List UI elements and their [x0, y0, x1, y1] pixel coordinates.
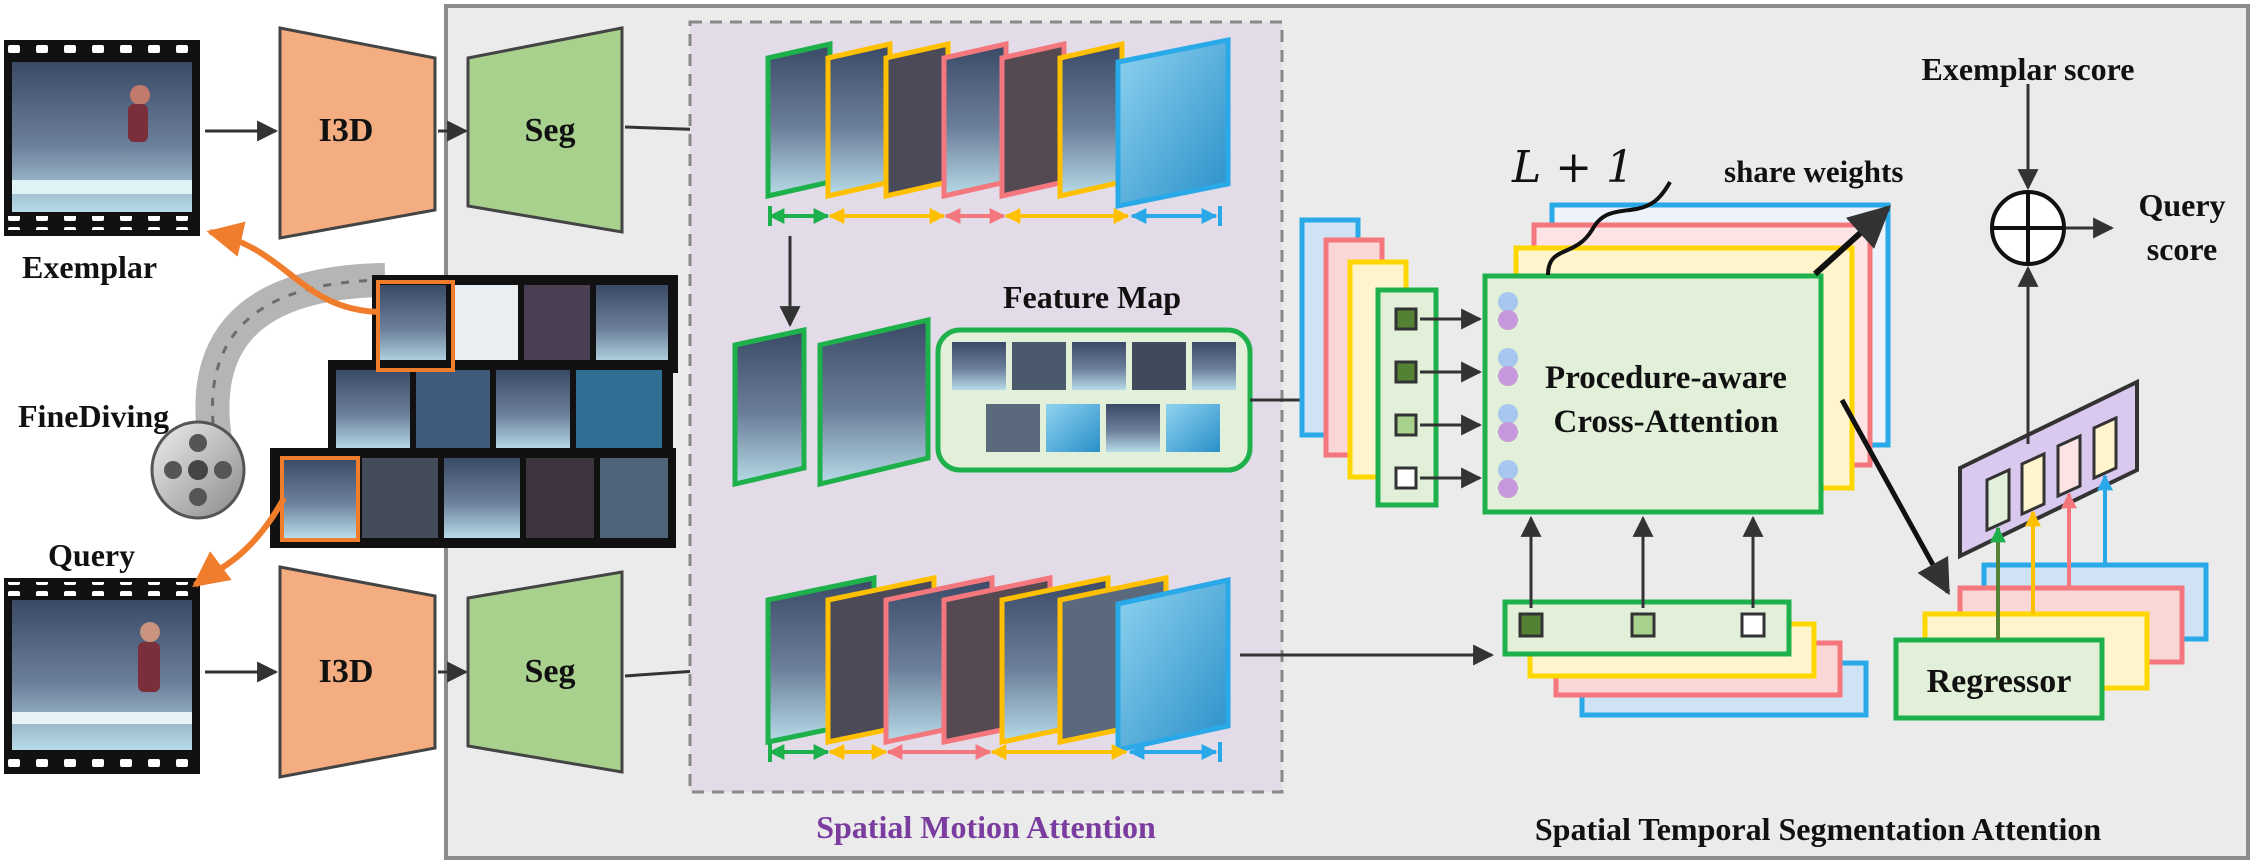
film-strip-row-3: [270, 448, 676, 548]
exemplar-label: Exemplar: [22, 249, 157, 285]
l-plus-one-brace: [1546, 181, 1672, 276]
stsa-label: Spatial Temporal Segmentation Attention: [1535, 811, 2101, 847]
i3d-bottom-label: I3D: [319, 653, 374, 690]
query-score-label-line1: Query: [2138, 187, 2225, 223]
query-stage-markers: [768, 742, 1222, 762]
query-frame-7: [1115, 576, 1231, 754]
attention-query-dots: [1498, 292, 1518, 498]
finediving-dataset: [150, 221, 678, 588]
cross-attention-block: [1482, 273, 1824, 515]
spatial-motion-attention-label: Spatial Motion Attention: [816, 809, 1156, 845]
finediving-label: FineDiving: [18, 398, 169, 434]
seg-block-top: [466, 26, 624, 234]
query-feature-stack: [1502, 599, 1869, 718]
film-strip-row-2: [328, 360, 673, 458]
i3d-block-top: [278, 26, 437, 240]
seg-block-bottom: [466, 570, 624, 774]
i3d-top-label: I3D: [319, 112, 374, 149]
seg-bottom-label: Seg: [525, 653, 576, 690]
exemplar-frame-stack: [765, 36, 1231, 210]
film-strip-row-1: [372, 275, 678, 373]
seg-top-label: Seg: [525, 112, 576, 149]
exemplar-frame-7: [1115, 36, 1231, 210]
exemplar-sample-arrow: [206, 221, 381, 315]
query-token-1: [1518, 612, 1544, 638]
query-score-label-line2: score: [2147, 231, 2217, 267]
exemplar-token-2: [1394, 360, 1418, 384]
query-token-2: [1630, 612, 1656, 638]
query-video: [4, 578, 200, 774]
arrow-share-weights: [1812, 205, 1892, 277]
l-plus-one-label: L + 1: [1511, 142, 1634, 193]
regressor-label: Regressor: [1927, 663, 2072, 700]
exemplar-stage-markers: [768, 206, 1222, 226]
exemplar-frame-3: [883, 40, 951, 200]
cross-attention-label-line1: Procedure-aware: [1545, 360, 1787, 396]
exemplar-score-label: Exemplar score: [1922, 51, 2135, 87]
exemplar-token-1: [1394, 307, 1418, 331]
exemplar-frame-5: [999, 40, 1067, 200]
feature-map-label: Feature Map: [1003, 279, 1181, 315]
query-label: Query: [48, 537, 135, 573]
query-sample-arrow: [192, 496, 287, 588]
selected-frame-pair: [732, 316, 931, 488]
share-weights-label: share weights: [1724, 154, 1903, 189]
exemplar-token-3: [1394, 413, 1418, 437]
exemplar-frame-2: [825, 40, 893, 200]
exemplar-video: [4, 40, 200, 236]
i3d-block-bottom: [278, 565, 437, 779]
query-frame-stack: [765, 574, 1231, 754]
exemplar-frame-1: [765, 40, 833, 200]
exemplar-frame-6: [1057, 40, 1125, 200]
query-token-3: [1740, 612, 1766, 638]
sum-icon: [1990, 190, 2066, 266]
feature-map: [935, 327, 1253, 473]
arrow-attention-to-regressor: [1839, 398, 1951, 596]
score-vector: [1958, 378, 2139, 560]
exemplar-token-4: [1394, 466, 1418, 490]
exemplar-frame-4: [941, 40, 1009, 200]
exemplar-feature-stack: [1299, 217, 1439, 508]
cross-attention-label-line2: Cross-Attention: [1554, 404, 1779, 440]
